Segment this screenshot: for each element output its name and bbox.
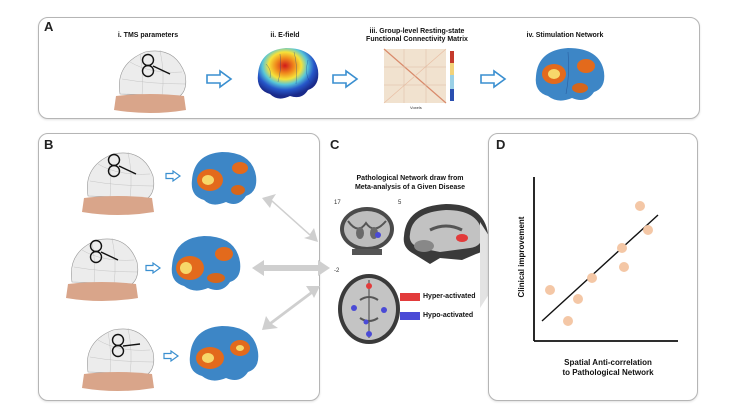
double-arrow-icon (262, 194, 318, 242)
panel-c-letter: C (330, 137, 340, 152)
data-point (545, 285, 555, 295)
stimulation-network-brain-b3 (189, 326, 259, 381)
step-tms-parameters-label: i. TMS parameters (117, 32, 179, 39)
stimulation-network-brain-image (535, 48, 605, 101)
pathological-network-title: Pathological Network draw from Meta-anal… (354, 175, 466, 191)
legend-label-hyper: Hyper-activated (423, 293, 476, 300)
flow-arrow-icon (206, 69, 233, 89)
flow-arrow-icon (165, 169, 182, 183)
x-axis-title: Spatial Anti-correlation to Pathological… (562, 358, 654, 377)
slice-number-neg2: -2 (334, 268, 340, 274)
legend-swatch-hyper (400, 293, 420, 301)
tms-head-b1 (82, 151, 155, 215)
tms-head-b3 (82, 327, 155, 391)
legend-label-hypo: Hypo-activated (423, 312, 474, 319)
data-point (619, 262, 629, 272)
panel-b-letter: B (44, 137, 54, 152)
double-arrow-icon (262, 286, 320, 330)
data-point (617, 243, 627, 253)
step-stimulation-network-label: iv. Stimulation Network (526, 32, 604, 39)
scatter-plot (533, 177, 678, 342)
slice-number-5: 5 (398, 200, 402, 206)
flow-arrow-icon (332, 69, 359, 89)
coil-ring-bottom-icon (89, 250, 103, 264)
e-field-brain-image (257, 48, 319, 99)
step-e-field-label: ii. E-field (270, 32, 300, 39)
trend-line (541, 214, 659, 322)
stimulation-network-brain-b2 (171, 236, 241, 291)
panel-d-letter: D (496, 137, 506, 152)
panel-d (488, 133, 698, 401)
data-point (573, 294, 583, 304)
tms-head-b2 (66, 237, 139, 301)
slice-number-17: 17 (334, 200, 341, 206)
sagittal-brain-slice-image (403, 204, 489, 264)
tms-head-a (114, 49, 187, 113)
axial-brain-slice-image (338, 274, 400, 344)
stimulation-network-brain-b1 (191, 152, 257, 205)
coil-ring-bottom-icon (141, 64, 155, 78)
flow-arrow-icon (145, 261, 162, 275)
coil-ring-bottom-icon (107, 164, 121, 178)
fc-matrix-image (383, 48, 454, 104)
flow-arrow-icon (163, 349, 180, 363)
double-arrow-icon (252, 260, 330, 276)
legend-swatch-hypo (400, 312, 420, 320)
flow-arrow-icon (480, 69, 507, 89)
matrix-axis-label: Voxels (410, 105, 422, 110)
data-point (643, 225, 653, 235)
coil-ring-bottom-icon (111, 344, 125, 358)
comparison-arrows (252, 194, 330, 330)
coronal-brain-slice-image (340, 207, 394, 255)
data-point (563, 316, 573, 326)
data-point (635, 201, 645, 211)
y-axis-title: Clinical improvement (517, 216, 526, 298)
data-point (587, 273, 597, 283)
panel-a-letter: A (44, 19, 54, 34)
step-fc-matrix-label: iii. Group-level Resting-state Functiona… (366, 28, 468, 43)
